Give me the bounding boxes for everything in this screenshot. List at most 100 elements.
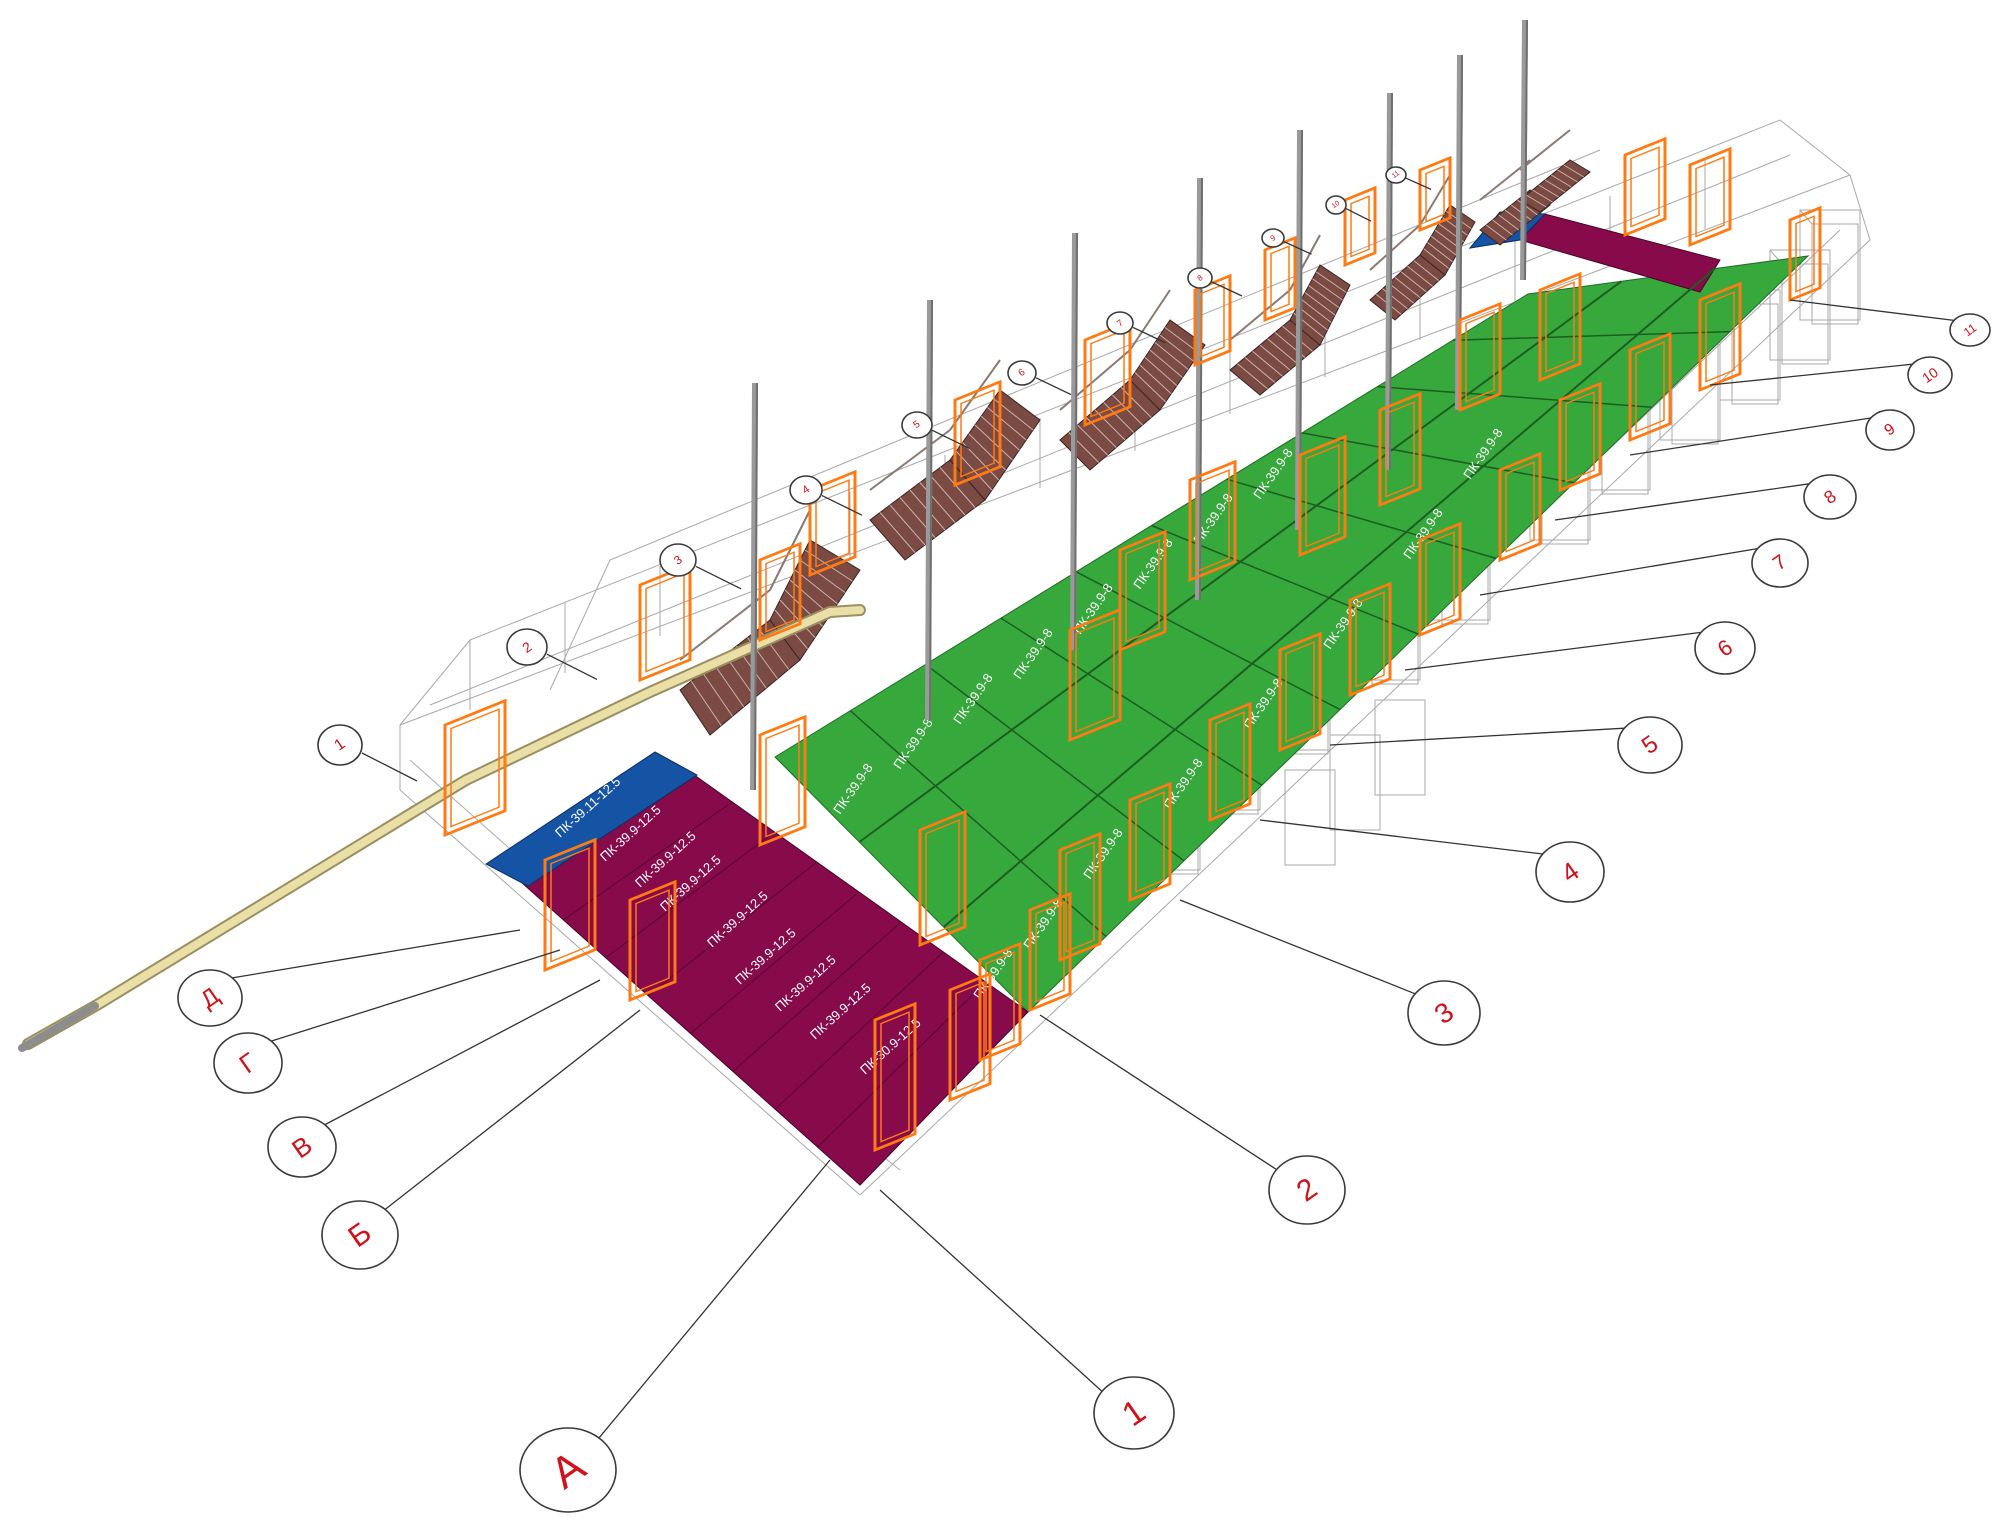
opening-inner (1125, 539, 1160, 643)
stair-tread (1267, 338, 1298, 365)
opening-inner (1035, 901, 1065, 1003)
stair-tread (1304, 292, 1336, 316)
stair-tread (1252, 350, 1283, 377)
slab-joint (817, 981, 987, 1148)
grid-bubble-front-1-circle (1093, 1376, 1175, 1450)
opening-frame (1118, 529, 1167, 653)
stair-tread (1563, 164, 1585, 178)
stair-tread (1308, 285, 1340, 308)
axis-leader (1283, 241, 1312, 255)
stair-tread (1413, 260, 1440, 282)
opening-inner (635, 889, 670, 993)
axis-leaders (229, 177, 1955, 1442)
axis-leader (1789, 299, 1955, 322)
stair-handrail (1229, 289, 1291, 341)
grid-bubble-back-10-circle (1325, 195, 1347, 215)
axis-leader (382, 1009, 641, 1212)
wall-edge (399, 174, 1851, 726)
axis-leader (1554, 483, 1810, 521)
axis-leader (1479, 547, 1758, 596)
axis-leader (361, 752, 418, 782)
axis-leader (1132, 326, 1166, 344)
opening-frame (953, 379, 1002, 488)
stair-tread (1312, 278, 1343, 301)
stair-tread (1139, 364, 1172, 395)
stair-tread (1430, 235, 1457, 256)
opening-frame (1208, 701, 1252, 823)
axis-leader (931, 429, 970, 449)
utility-pipe (18, 604, 866, 1052)
stair-tread (794, 569, 838, 605)
grid-bubble-back-5-circle (901, 411, 933, 439)
opening-frame (1378, 391, 1422, 508)
stair-tread (1525, 194, 1547, 208)
axis-leader (1035, 377, 1072, 396)
grid-bubble-back-8-label: 8 (1196, 273, 1205, 283)
opening-frame (948, 971, 992, 1103)
opening-inner (1465, 311, 1495, 403)
stair-tread (1159, 334, 1195, 362)
opening-inner (1425, 165, 1445, 223)
opening-frame (1058, 831, 1102, 963)
axis-leader (1329, 727, 1625, 746)
stair-tread (1112, 394, 1143, 426)
grid-bubble-back-6-circle (1007, 360, 1037, 386)
grid-bubble-back-2-circle (506, 628, 548, 666)
stair-tread (779, 599, 816, 638)
axis-bubble-2-circle (321, 1200, 399, 1270)
opening-frame (1348, 581, 1392, 698)
steel-column (1455, 54, 1463, 411)
stair-tread (1103, 402, 1135, 433)
opening-inner (645, 572, 685, 673)
floor-slabs (485, 211, 1810, 1186)
slab-joint (925, 663, 1185, 862)
pedestal-box (1781, 263, 1829, 365)
grid-bubble-back-7-circle (1106, 311, 1134, 335)
opening-inner (1090, 329, 1125, 418)
wall-edge (549, 559, 611, 691)
steel-column (925, 299, 933, 721)
opening-inner (1795, 215, 1815, 293)
axis-leader (1405, 177, 1432, 190)
grid-bubble-front-5-circle (1617, 716, 1683, 774)
stair-tread (1388, 282, 1415, 304)
slab-joint (849, 710, 1107, 937)
steel-column-edge (1199, 177, 1203, 601)
opening-frame (1458, 301, 1502, 413)
axis-leader (1211, 281, 1243, 297)
stair-handrail (949, 359, 1001, 431)
opening-inner (1350, 195, 1370, 258)
opening-inner (1200, 283, 1225, 358)
grid-bubble-back-9-circle (1261, 228, 1285, 248)
opening-frame (628, 879, 677, 1003)
axis-leader (1345, 208, 1372, 222)
opening-frame (1538, 271, 1582, 383)
opening-inner (1305, 444, 1340, 548)
stair-tread (1315, 271, 1347, 293)
axis-bubble-4-circle (213, 1032, 283, 1094)
grid-bubble-front-10-circle (1907, 356, 1953, 394)
wall-edge (1849, 174, 1871, 241)
axis-bubble-1-circle (519, 1427, 617, 1513)
pedestal-box (1284, 769, 1336, 866)
axis-leader (1179, 899, 1416, 995)
grid-bubble-back-1-circle (317, 724, 363, 766)
stair-tread (1434, 229, 1461, 249)
opening-inner (765, 551, 795, 633)
opening-inner (1135, 791, 1165, 893)
opening-frame (1558, 381, 1602, 493)
opening-frame (1498, 451, 1542, 563)
steel-column (1070, 232, 1078, 651)
opening-inner (960, 389, 995, 478)
grid-bubble-back-4-label: 4 (800, 483, 812, 496)
stair-tread (1300, 298, 1332, 323)
grid-bubble-front-8-circle (1803, 474, 1857, 520)
openings (443, 136, 1822, 1153)
opening-inner (1355, 591, 1385, 688)
pedestal-box (1374, 699, 1426, 796)
axis-leader (695, 565, 742, 590)
stair-tread (1134, 372, 1166, 403)
opening-frame (1068, 607, 1122, 743)
